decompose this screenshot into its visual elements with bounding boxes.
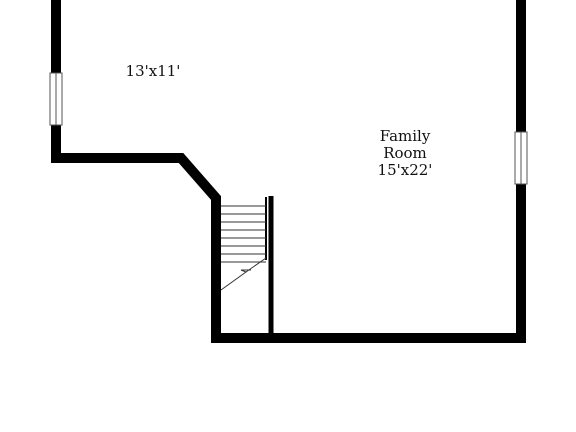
room-name-family-room-line1: Family xyxy=(380,127,431,145)
room-dimensions-family-room: 15'x22' xyxy=(378,161,433,179)
room-dimensions-bedroom: 13'x11' xyxy=(126,62,181,80)
staircase xyxy=(220,205,267,291)
window-left xyxy=(49,72,63,126)
exterior-wall xyxy=(51,0,526,343)
window-right xyxy=(514,131,528,185)
room-name-family-room-line2: Room xyxy=(383,144,427,162)
